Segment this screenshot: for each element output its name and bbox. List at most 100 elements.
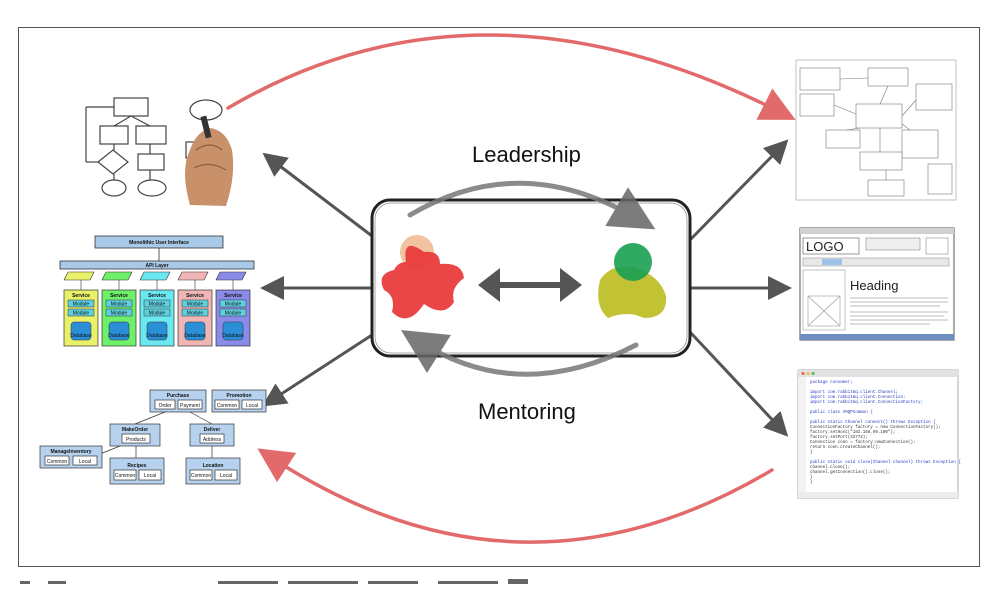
red-arc-bottom (257, 448, 774, 544)
service-label: Service (110, 293, 128, 299)
service-label: Service (72, 293, 90, 299)
arrow-to-hierarchy (261, 333, 373, 407)
api-layer-label: API Layer (145, 263, 168, 269)
module-box (181, 299, 209, 308)
code-line: } (810, 450, 813, 455)
module-label: Module (111, 311, 128, 317)
svg-text:Local: Local (220, 473, 232, 479)
mentee-figure (598, 243, 667, 318)
database-label: Database (222, 333, 244, 339)
service-label: Service (224, 293, 242, 299)
code-line: } (810, 475, 813, 480)
module-label: Module (225, 311, 242, 317)
database-cylinder (184, 321, 206, 341)
code-line: import com.rabbitmq.client.Channel; (810, 390, 898, 395)
code-lines: package consumer; import com.rabbitmq.cli… (810, 380, 961, 485)
gray-arc-top (407, 180, 656, 230)
code-line: public static Channel connect() throws E… (810, 420, 936, 425)
module-box (181, 308, 209, 317)
code-line: channel.close(); (810, 465, 850, 470)
svg-text:Common: Common (191, 473, 212, 479)
service-label: Service (186, 293, 204, 299)
module-label: Module (187, 311, 204, 317)
code-line: public static void close(Channel channel… (810, 460, 961, 465)
double-arrow-icon (478, 268, 582, 302)
module-label: Module (149, 302, 166, 308)
wireframe-heading: Heading (850, 278, 898, 293)
arrow-to-code (688, 330, 789, 437)
database-cylinder (146, 321, 168, 341)
makeorder-label: MakeOrder (122, 427, 148, 433)
module-label: Module (111, 302, 128, 308)
code-line: return conn.createChannel(); (810, 445, 880, 450)
module-box (219, 299, 247, 308)
svg-text:Local: Local (79, 459, 91, 465)
module-label: Module (149, 311, 166, 317)
database-label: Database (108, 333, 130, 339)
api-endpoint (177, 271, 209, 281)
code-editor-thumbnail: package consumer; import com.rabbitmq.cli… (797, 369, 961, 499)
svg-text:Payment: Payment (180, 403, 200, 409)
promotion-label: Promotion (227, 393, 252, 399)
leader-figure (381, 235, 464, 319)
service-columns: ServiceModuleModuleDatabaseServiceModule… (63, 248, 251, 347)
hand-with-marker (185, 115, 234, 206)
svg-text:Order: Order (159, 403, 172, 409)
module-box (143, 299, 171, 308)
api-endpoint (101, 271, 133, 281)
gray-arc-bottom (400, 330, 639, 377)
module-box (105, 308, 133, 317)
wireframe-thumbnail: LOGO Heading (799, 227, 955, 341)
code-line: import com.rabbitmq.client.ConnectionFac… (810, 400, 923, 405)
module-label: Module (225, 302, 242, 308)
module-box (67, 308, 95, 317)
caption-fragment (18, 569, 980, 591)
monolith-diagram: Monolithic User Interface API Layer Serv… (59, 235, 255, 347)
hierarchy-diagram: Purchase Order Payment Promotion Common … (39, 389, 267, 485)
code-line: } (810, 480, 813, 485)
svg-text:Local: Local (144, 473, 156, 479)
database-label: Database (184, 333, 206, 339)
module-label: Module (73, 302, 90, 308)
svg-text:Address: Address (203, 437, 222, 443)
arrow-to-uml (688, 139, 789, 242)
code-line: ConnectionFactory factory = new Connecti… (810, 425, 941, 430)
arrow-to-flowchart (262, 152, 373, 238)
svg-text:Products: Products (126, 437, 146, 443)
module-label: Module (73, 311, 90, 317)
manage-inventory-label: ManageInventory (50, 449, 91, 455)
api-endpoint (215, 271, 247, 281)
database-cylinder (222, 321, 244, 341)
purchase-label: Purchase (167, 393, 190, 399)
database-label: Database (146, 333, 168, 339)
svg-text:Common: Common (115, 473, 136, 479)
svg-text:Common: Common (217, 403, 238, 409)
leadership-label: Leadership (472, 142, 581, 167)
code-line: Connection conn = factory.newConnection(… (810, 440, 916, 445)
code-line: package consumer; (810, 380, 853, 385)
red-arc-top (226, 33, 796, 120)
mentoring-label: Mentoring (478, 399, 576, 424)
code-line: public class AMQPCommon { (810, 410, 873, 415)
location-label: Location (203, 463, 224, 469)
database-label: Database (70, 333, 92, 339)
module-box (143, 308, 171, 317)
module-label: Module (187, 302, 204, 308)
module-box (219, 308, 247, 317)
deliver-label: Deliver (204, 427, 221, 433)
monolith-ui-label: Monolithic User Interface (129, 240, 189, 246)
code-line: channel.getConnection().close(); (810, 470, 890, 475)
code-line: import com.rabbitmq.client.Connection; (810, 395, 906, 400)
wireframe-logo: LOGO (806, 239, 844, 254)
recipes-label: Recipes (127, 463, 146, 469)
svg-text:Common: Common (47, 459, 68, 465)
database-cylinder (108, 321, 130, 341)
api-endpoint (139, 271, 171, 281)
api-endpoint (63, 271, 95, 281)
service-label: Service (148, 293, 166, 299)
svg-text:Local: Local (246, 403, 258, 409)
module-box (105, 299, 133, 308)
database-cylinder (70, 321, 92, 341)
code-line: factory.setPort(32772); (810, 435, 868, 440)
